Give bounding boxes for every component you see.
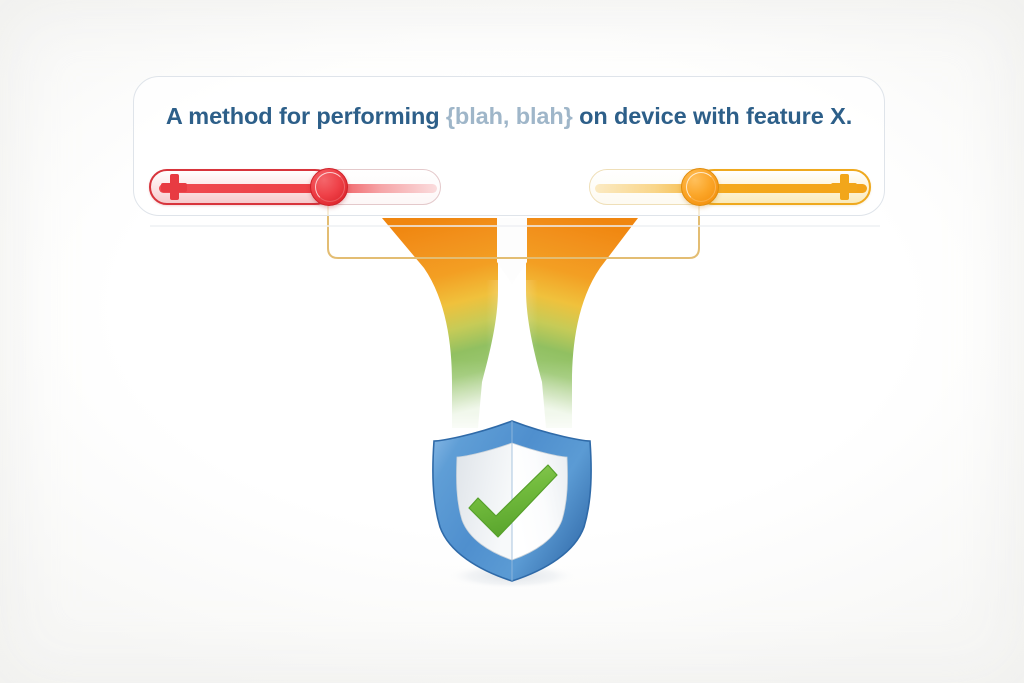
shield-face-right: [511, 442, 568, 561]
shield-shadow: [446, 563, 578, 589]
claim-text-prefix: A method for performing: [165, 103, 446, 129]
scope-slider-orange[interactable]: [589, 167, 871, 207]
slider-bar-orange: [595, 184, 867, 193]
funnel-stem-fade: [440, 360, 590, 436]
slider-knob-orange[interactable]: [681, 168, 719, 206]
shield-face-left: [456, 442, 513, 561]
claim-text-placeholder: {blah, blah}: [445, 103, 573, 129]
scope-slider-red[interactable]: [149, 167, 441, 207]
plus-icon-red[interactable]: [161, 174, 187, 200]
funnel-right-arm: [512, 218, 638, 428]
claim-text: A method for performing {blah, blah} on …: [134, 103, 884, 130]
funnel-left-arm: [382, 218, 512, 428]
shield-body: [432, 420, 592, 582]
check-icon: [468, 464, 558, 538]
plus-icon-orange[interactable]: [831, 174, 857, 200]
claim-text-suffix: on device with feature X.: [572, 103, 853, 129]
funnel-center-notch: [497, 218, 527, 284]
claim-card: A method for performing {blah, blah} on …: [133, 76, 885, 216]
funnel-stem-sheen: [486, 280, 538, 430]
slider-bar-red: [159, 184, 437, 193]
slider-knob-red[interactable]: [310, 168, 348, 206]
